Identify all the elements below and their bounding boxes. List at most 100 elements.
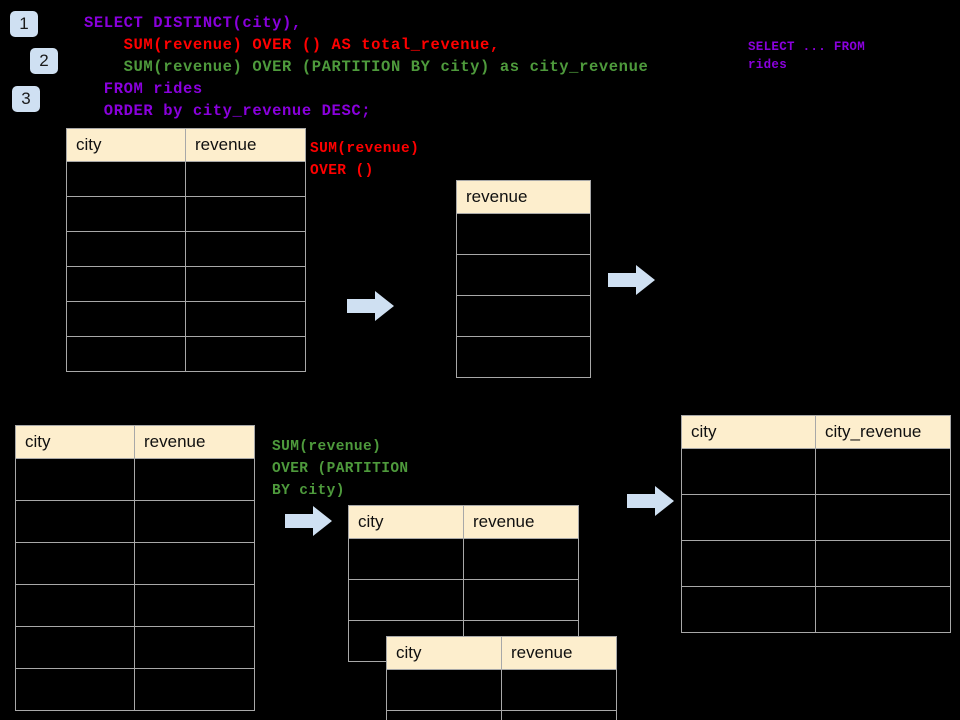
table-row (66, 266, 306, 302)
cell (15, 584, 135, 627)
cell (134, 626, 255, 669)
cell (134, 668, 255, 711)
table-row (66, 161, 306, 197)
cell (456, 336, 591, 378)
table-row (15, 458, 255, 501)
arrow-bottom-right (627, 485, 675, 517)
cell (185, 266, 306, 302)
cell (15, 542, 135, 585)
cell (66, 301, 186, 337)
table-header-row: revenue (456, 180, 591, 214)
annotation-sum-over-partition: SUM(revenue) OVER (PARTITION BY city) (272, 439, 409, 499)
column-header-city: city (681, 415, 816, 449)
cell (66, 336, 186, 372)
cell (815, 494, 951, 541)
cell (15, 500, 135, 543)
cell (501, 669, 617, 711)
table-row (681, 586, 951, 633)
step-badge-2: 2 (30, 48, 58, 74)
cell (348, 538, 464, 580)
sql-line-3: SUM(revenue) OVER (PARTITION BY city) as… (84, 58, 649, 76)
arrow-top-left (347, 290, 395, 322)
cell (185, 336, 306, 372)
table-row (15, 542, 255, 585)
sql-line-1: SELECT DISTINCT(city), (84, 14, 302, 32)
table-row (456, 254, 591, 296)
table-row (681, 448, 951, 495)
table-total-revenue: revenue (456, 180, 591, 378)
cell (348, 579, 464, 621)
cell (456, 213, 591, 255)
cell (185, 196, 306, 232)
cell (66, 231, 186, 267)
column-header-city: city (66, 128, 186, 162)
cell (681, 448, 816, 495)
cell (681, 586, 816, 633)
column-header-revenue: revenue (501, 636, 617, 670)
table-row (456, 213, 591, 255)
table-header-row: city revenue (15, 425, 255, 459)
arrow-bottom-left (285, 505, 333, 537)
table-row (66, 336, 306, 372)
table-header-row: city revenue (386, 636, 617, 670)
table-source-bottom: city revenue (15, 425, 255, 711)
cell (681, 540, 816, 587)
column-header-city-revenue: city_revenue (815, 415, 951, 449)
sql-line-5: ORDER by city_revenue DESC; (84, 102, 372, 120)
cell (681, 494, 816, 541)
cell (15, 668, 135, 711)
cell (134, 500, 255, 543)
step-badge-1: 1 (10, 11, 38, 37)
table-row (15, 584, 255, 627)
arrow-top-right (608, 264, 656, 296)
cell (815, 586, 951, 633)
table-source-top: city revenue (66, 128, 306, 372)
table-row (386, 710, 617, 720)
cell (134, 542, 255, 585)
table-row (66, 301, 306, 337)
cell (463, 579, 579, 621)
sql-line-4: FROM rides (84, 80, 203, 98)
cell (815, 540, 951, 587)
cell (456, 254, 591, 296)
table-row (15, 668, 255, 711)
column-header-city: city (15, 425, 135, 459)
table-header-row: city city_revenue (681, 415, 951, 449)
cell (134, 584, 255, 627)
column-header-revenue: revenue (185, 128, 306, 162)
cell (134, 458, 255, 501)
table-row (66, 231, 306, 267)
table-row (15, 500, 255, 543)
table-row (348, 538, 579, 580)
cell (15, 626, 135, 669)
sql-line-2: SUM(revenue) OVER () AS total_revenue, (84, 36, 500, 54)
cell (456, 295, 591, 337)
column-header-city: city (348, 505, 464, 539)
cell (185, 301, 306, 337)
table-header-row: city revenue (66, 128, 306, 162)
column-header-city: city (386, 636, 502, 670)
table-header-row: city revenue (348, 505, 579, 539)
column-header-revenue: revenue (134, 425, 255, 459)
cell (815, 448, 951, 495)
table-row (386, 669, 617, 711)
table-row (15, 626, 255, 669)
column-header-revenue: revenue (456, 180, 591, 214)
column-header-revenue: revenue (463, 505, 579, 539)
cell (66, 266, 186, 302)
table-result: city city_revenue (681, 415, 951, 633)
table-row (456, 336, 591, 378)
table-row (681, 540, 951, 587)
annotation-select-from: SELECT ... FROM rides (748, 40, 866, 72)
table-row (66, 196, 306, 232)
table-row (456, 295, 591, 337)
cell (463, 538, 579, 580)
step-badge-3: 3 (12, 86, 40, 112)
cell (501, 710, 617, 720)
table-partition-front: city revenue (386, 636, 617, 720)
table-row (681, 494, 951, 541)
cell (386, 710, 502, 720)
table-row (348, 579, 579, 621)
cell (15, 458, 135, 501)
